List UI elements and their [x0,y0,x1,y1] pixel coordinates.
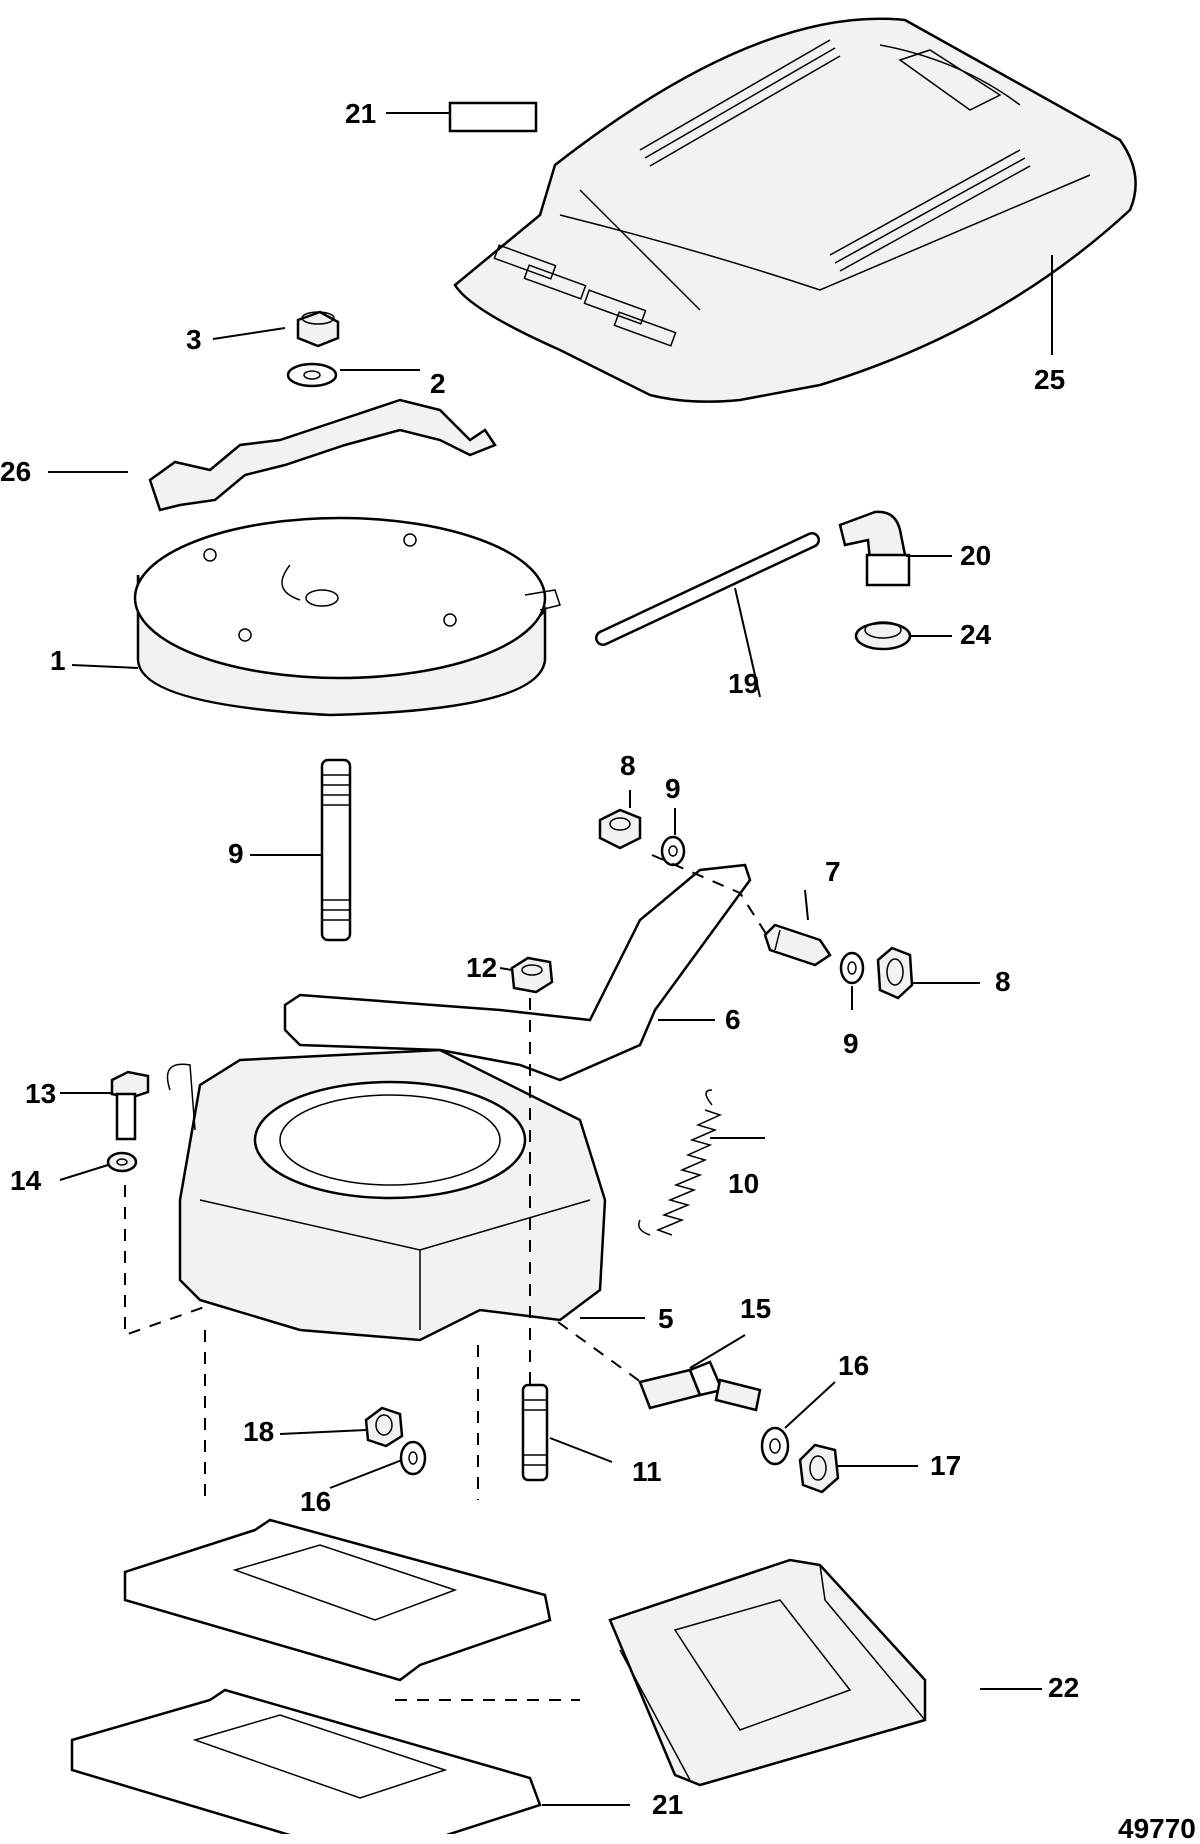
callout-24: 24 [960,619,992,650]
callout-9-lower: 9 [843,1028,859,1059]
callout-25: 25 [1034,364,1066,395]
part-14-lock-washer [106,1151,138,1173]
callout-12: 12 [466,952,498,983]
part-23-decal [448,101,538,133]
part-4-nut [296,310,340,348]
part-1-flame-arrestor [133,516,561,717]
callout-10: 10 [728,1168,760,1199]
callout-15: 15 [740,1293,772,1324]
part-17-nut [798,1443,840,1494]
part-7-pivot-pin [763,923,832,967]
part-5-carburetor [166,1048,607,1342]
callout-13: 13 [25,1078,57,1109]
part-6-throttle-bracket [283,863,752,1082]
part-19-gasket [70,1688,542,1844]
part-9-washer-upper [660,835,686,867]
part-9-washer-lower [839,951,865,985]
callout-9-upper: 9 [665,773,681,804]
part-16-washer-left [399,1440,427,1476]
callout-1: 1 [50,645,66,676]
callout-14: 14 [10,1165,42,1196]
callout-8-lower: 8 [995,966,1011,997]
callout-6: 6 [725,1004,741,1035]
part-12-nut [510,956,554,994]
part-2-stud [320,758,352,942]
callout-3: 2 [430,368,446,399]
leader-lines [48,112,1053,1806]
figure-number: 49770 [1118,1813,1196,1844]
callout-18: 18 [243,1416,275,1447]
part-20-spacer-plate [608,1558,927,1787]
part-22-elbow-fitting [838,510,911,587]
callout-4: 3 [186,324,202,355]
part-8-nut-upper [598,808,642,850]
callout-5: 5 [658,1303,674,1334]
part-24-grommet [854,621,912,651]
part-16-washer-right [760,1426,790,1466]
part-15-stud [638,1360,762,1412]
part-18-nut [364,1406,404,1448]
callout-16-right: 16 [838,1350,870,1381]
callout-26: 26 [0,456,32,487]
callout-2: 9 [228,838,244,869]
callout-16-left: 16 [300,1486,332,1517]
callout-8-upper: 8 [620,750,636,781]
callout-23: 21 [345,98,377,129]
callout-20: 22 [1048,1672,1080,1703]
callout-7: 7 [825,856,841,887]
part-8-nut-lower [876,946,914,1000]
callout-17: 17 [930,1450,962,1481]
callout-19: 21 [652,1789,684,1820]
part-21-vent-tube [595,532,820,646]
part-3-washer [286,362,338,388]
part-13-bolt [110,1070,150,1141]
callout-21: 19 [728,668,760,699]
part-10-return-spring [638,1089,723,1236]
part-25-flame-arrestor-cover [453,17,1137,403]
callout-11: 11 [632,1456,662,1487]
gasket-upper [123,1518,552,1682]
callout-22: 20 [960,540,992,571]
part-11-stud [521,1383,549,1482]
part-26-bracket [148,398,497,512]
alignment-lines [124,854,771,1701]
